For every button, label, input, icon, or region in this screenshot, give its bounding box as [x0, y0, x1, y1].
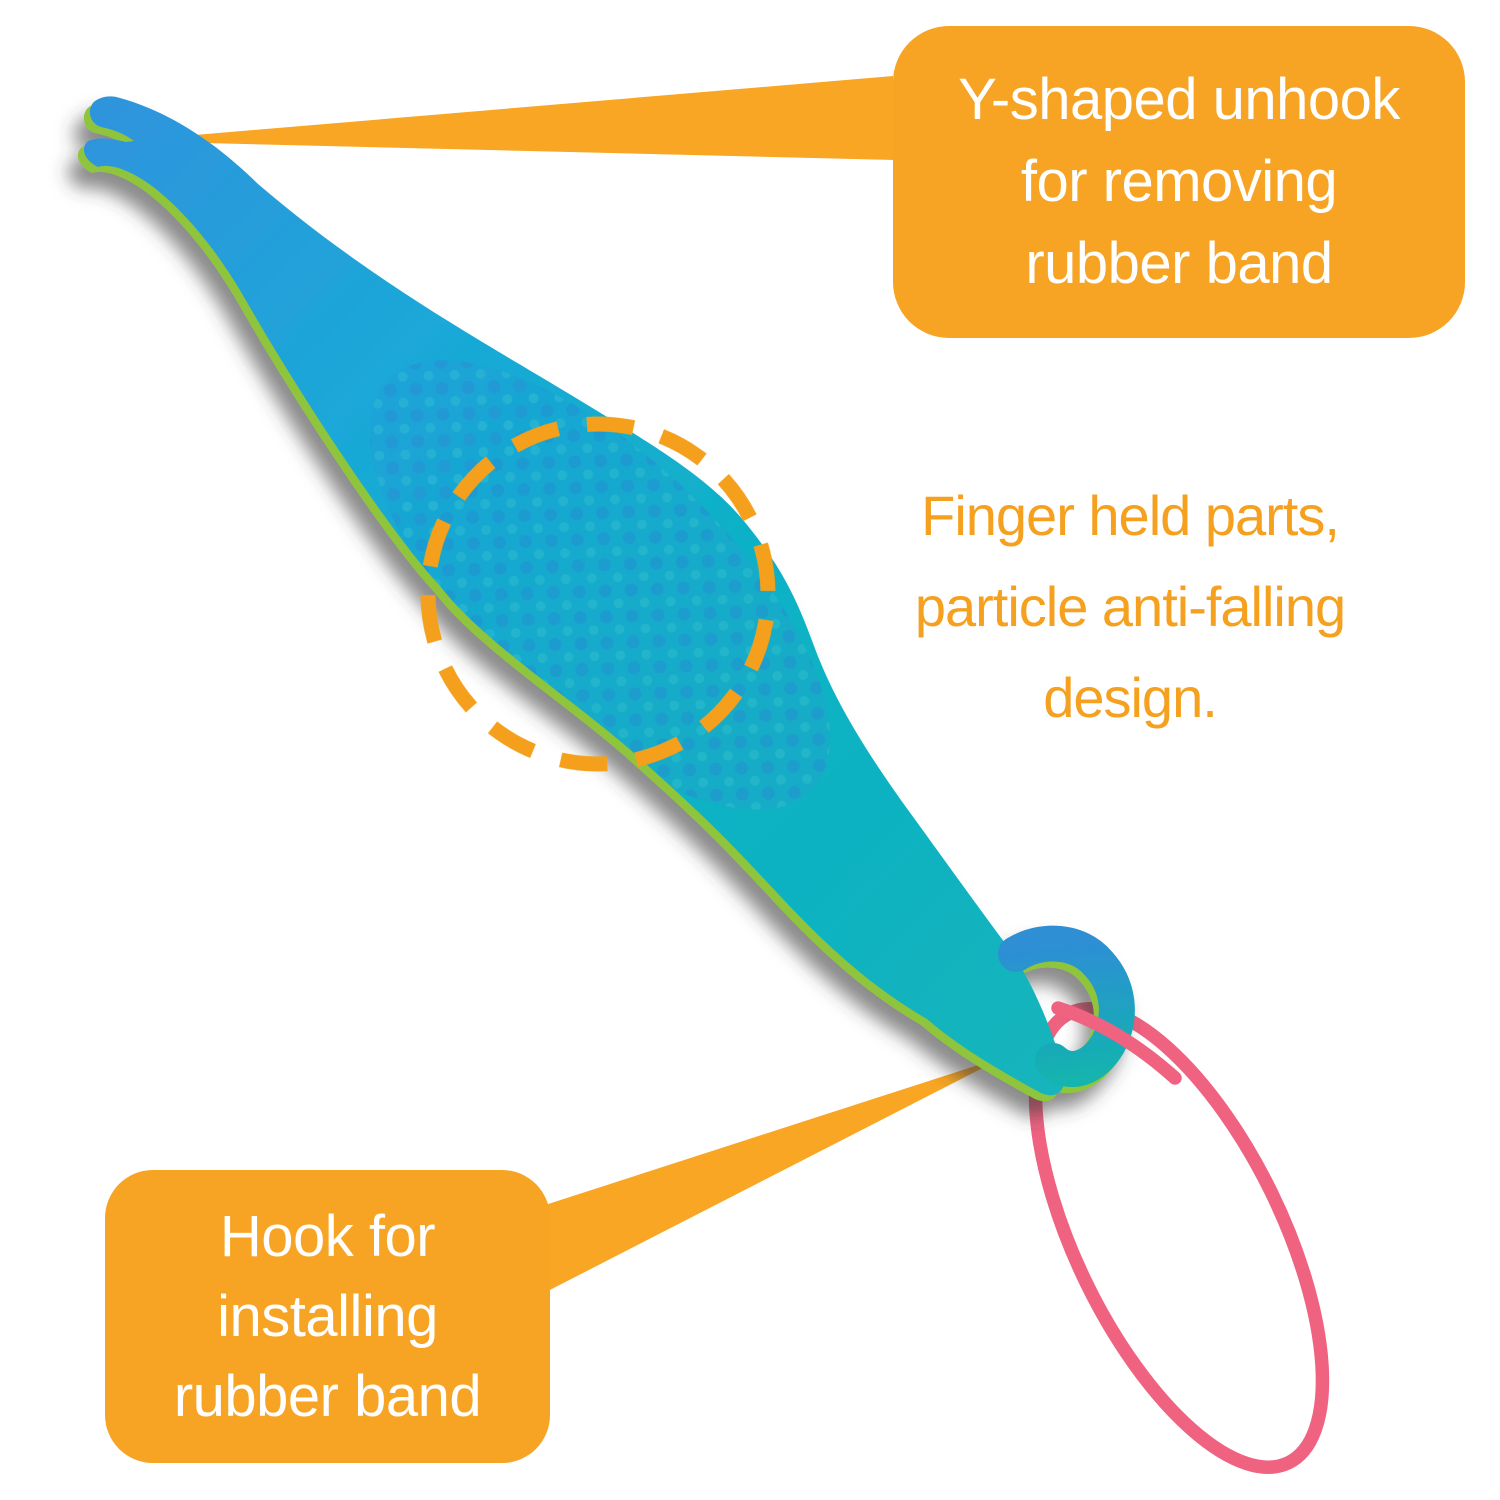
annotation-line-3: design. — [1043, 666, 1218, 729]
pointer-wedge-bottom — [542, 1056, 1006, 1294]
callout-bottom-left: Hook for installing rubber band — [105, 1170, 550, 1463]
grip-highlight-dashed-circle — [420, 416, 776, 772]
callout-top-right: Y-shaped unhook for removing rubber band — [893, 26, 1465, 338]
callout-bottom-line-1: Hook for — [219, 1203, 436, 1269]
callout-bottom-line-3: rubber band — [173, 1363, 482, 1429]
annotation-line-1: Finger held parts, — [921, 484, 1340, 547]
rubber-band-over-hook — [1051, 1001, 1182, 1085]
annotation-line-2: particle anti-falling — [914, 575, 1346, 638]
callout-top-line-2: for removing — [1020, 149, 1338, 214]
annotation-middle-right: Finger held parts, particle anti-falling… — [828, 470, 1432, 743]
pointer-wedge-top — [124, 76, 893, 160]
callout-top-line-1: Y-shaped unhook — [958, 67, 1400, 132]
callout-bottom-line-2: installing — [217, 1283, 438, 1349]
callout-top-line-3: rubber band — [1025, 231, 1333, 296]
